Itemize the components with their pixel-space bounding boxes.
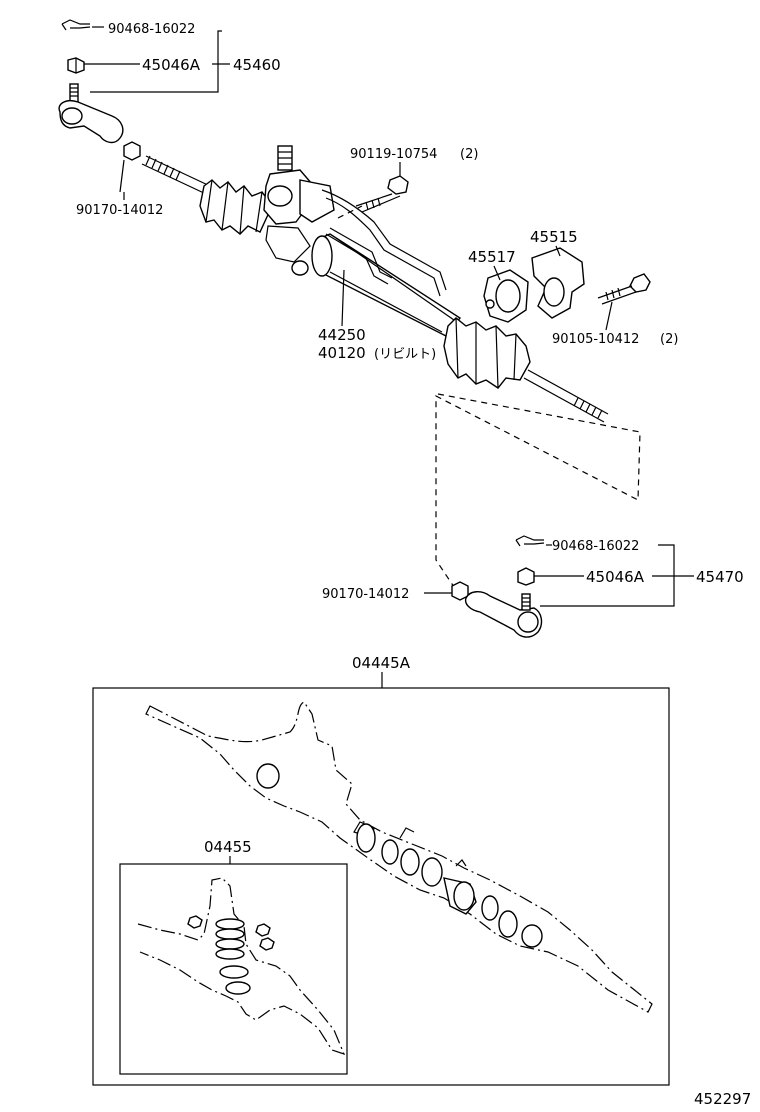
label-45517: 45517 (468, 248, 516, 266)
control-valve-housing (263, 145, 335, 276)
lock-nut-left (123, 141, 141, 161)
bracket-45517 (483, 269, 529, 323)
tie-rod-end-right-group (424, 535, 694, 638)
rack-housing (311, 233, 462, 337)
label-40120-note: (リビルト) (374, 347, 436, 362)
mount-bolt-90119 (355, 175, 409, 213)
bellows-boot-left (199, 179, 273, 235)
label-90170-bottom: 90170-14012 (322, 587, 409, 602)
kit-box-04445a (92, 687, 670, 1086)
label-45460: 45460 (233, 56, 281, 74)
label-04445a: 04445A (352, 654, 411, 672)
label-90468-bottom: 90468-16022 (552, 539, 639, 554)
kit-box-04455 (119, 863, 348, 1075)
label-45046a-top: 45046A (142, 56, 201, 74)
label-90468-top: 90468-16022 (108, 22, 195, 37)
tie-rod-end-right (464, 591, 543, 638)
fluid-pipes (321, 189, 447, 297)
dashed-connection-line (435, 393, 641, 591)
label-90105-qty: (2) (660, 332, 678, 347)
tie-rod-end-left-group (58, 19, 230, 193)
label-90105: 90105-10412 (552, 332, 639, 347)
bellows-boot-right (443, 317, 531, 389)
cotter-pin-top (61, 19, 91, 31)
label-45515: 45515 (530, 228, 578, 246)
spring-coil (215, 918, 245, 960)
label-45470: 45470 (696, 568, 744, 586)
castle-nut-bottom (517, 567, 535, 586)
label-04455: 04455 (204, 838, 252, 856)
cotter-pin-bottom (515, 535, 545, 547)
label-90170-top: 90170-14012 (76, 203, 163, 218)
label-90119: 90119-10754 (350, 147, 437, 162)
figure-number: 452297 (694, 1090, 751, 1108)
bracket-45515 (531, 247, 585, 319)
valve-outline-phantom (137, 877, 346, 1055)
label-44250: 44250 (318, 326, 366, 344)
steering-gear-assembly (141, 145, 609, 423)
label-45046a-bottom: 45046A (586, 568, 645, 586)
bolt-90105 (597, 273, 651, 305)
castle-nut-top (67, 57, 85, 74)
tie-rod-left-thread (141, 155, 211, 195)
tie-rod-end-left (58, 83, 124, 144)
label-40120: 40120 (318, 344, 366, 362)
label-90119-qty: (2) (460, 147, 478, 162)
tie-rod-right-thread (523, 369, 609, 423)
rack-outline-phantom (145, 701, 653, 1013)
